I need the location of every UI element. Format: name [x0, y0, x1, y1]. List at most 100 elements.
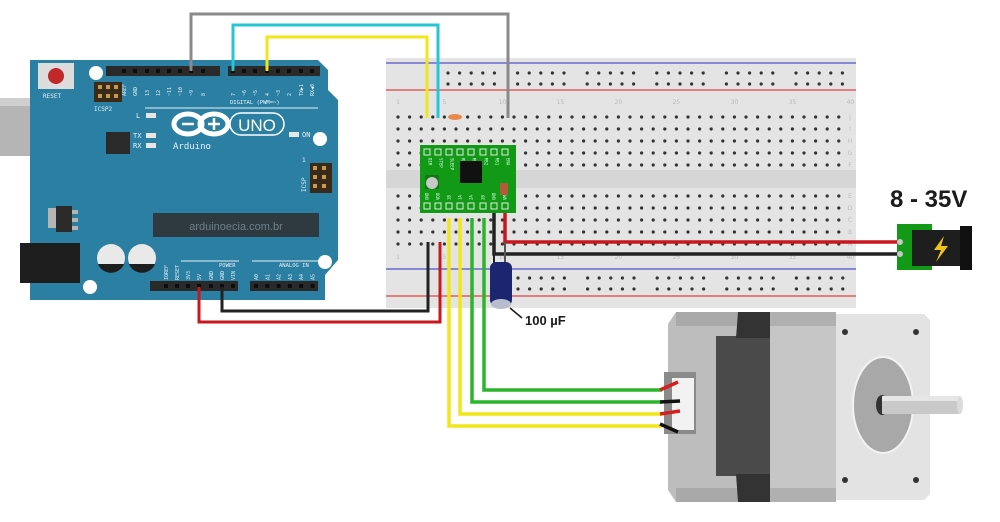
driver-pin-label: DIR [428, 158, 433, 166]
reset-button-cap [48, 68, 64, 84]
breadboard-hole [767, 127, 771, 131]
capacitor-leader-line [509, 307, 523, 319]
breadboard-hole [500, 218, 504, 222]
breadboard-hole [396, 139, 400, 143]
a4988-driver-board: ENAMS1MS2MS3RESETSLEEPSTEPDIRGNDVDD1B1A2… [420, 145, 516, 213]
breadboard-hole [408, 151, 412, 155]
rail-hole [539, 82, 543, 86]
breadboard-hole [582, 163, 586, 167]
column-number: 40 [847, 99, 855, 106]
breadboard-hole [651, 115, 655, 119]
rail-hole [597, 71, 601, 75]
usb-chip [106, 132, 130, 154]
column-number: 1 [396, 254, 400, 261]
motor-lead-black [659, 399, 681, 404]
lightning-bolt-icon [934, 236, 948, 262]
power-pin [197, 284, 201, 288]
breadboard-hole [790, 139, 795, 143]
breadboard-hole [825, 139, 829, 143]
digital-pin-label: ~6 [242, 90, 248, 96]
digital-pin-label: 12 [156, 90, 162, 96]
analog-label: ANALOG IN [279, 263, 309, 269]
breadboard-hole [802, 151, 806, 155]
breadboard-hole [582, 127, 586, 131]
breadboard-hole [837, 139, 841, 143]
breadboard-hole [744, 206, 748, 210]
breadboard-hole [570, 218, 574, 222]
analog-pin [265, 284, 270, 288]
digital-pin [133, 69, 137, 73]
rail-hole [806, 287, 810, 291]
rail-hole [516, 71, 520, 75]
breadboard-hole [524, 139, 528, 143]
rail-hole [550, 71, 555, 75]
rail-hole [608, 71, 613, 75]
breadboard-hole [709, 230, 713, 234]
rail-hole [446, 82, 450, 86]
breadboard-hole [837, 230, 841, 234]
rail-hole [748, 82, 752, 86]
breadboard-hole [814, 163, 818, 167]
driver-pin-label: 2B [481, 195, 486, 200]
breadboard-hole [616, 151, 621, 155]
rail-hole [620, 82, 624, 86]
rail-hole [736, 287, 741, 291]
column-number: 40 [847, 254, 855, 261]
rail-hole [458, 71, 462, 75]
rail-hole [632, 276, 636, 280]
rail-hole [539, 287, 543, 291]
driver-chip [460, 161, 482, 183]
breadboard-hole [767, 230, 771, 234]
breadboard-hole [431, 242, 435, 246]
rail-hole [806, 71, 810, 75]
breadboard-hole [825, 115, 829, 119]
row-letter: I [849, 126, 851, 133]
digital-pin-label: 4 [265, 93, 271, 96]
rail-hole [655, 287, 659, 291]
breadboard-hole [790, 151, 795, 155]
breadboard-hole [756, 127, 760, 131]
breadboard-hole [489, 139, 493, 143]
row-letter: C [848, 217, 852, 224]
analog-pin-label: A1 [265, 274, 271, 280]
breadboard-hole [466, 230, 470, 234]
breadboard-hole [605, 194, 609, 198]
column-number: 5 [442, 254, 446, 261]
analog-pin [299, 284, 304, 288]
breadboard-hole [732, 127, 737, 131]
breadboard-hole [721, 206, 725, 210]
rail-hole [702, 287, 706, 291]
breadboard-hole [814, 115, 818, 119]
breadboard-hole [698, 115, 702, 119]
breadboard-hole [582, 218, 586, 222]
breadboard-hole [593, 230, 597, 234]
column-number: 25 [673, 254, 681, 261]
breadboard-hole [616, 139, 621, 143]
analog-pin [254, 284, 258, 288]
breadboard-hole [408, 230, 412, 234]
digital-pin [122, 69, 126, 73]
breadboard-hole [814, 206, 818, 210]
power-pin [186, 284, 190, 288]
breadboard-hole [431, 139, 435, 143]
breadboard-hole [698, 194, 702, 198]
motor-lead-red [659, 380, 679, 392]
breadboard-hole [500, 139, 504, 143]
rail-hole [516, 276, 520, 280]
breadboard-hole [674, 194, 679, 198]
breadboard-hole [814, 139, 818, 143]
rail-hole [608, 82, 613, 86]
rail-hole [562, 276, 567, 280]
rail-hole [748, 287, 752, 291]
row-letter: B [848, 229, 852, 236]
rail-hole [632, 71, 636, 75]
breadboard-hole [593, 127, 597, 131]
power-pin-label: 3V3 [186, 271, 192, 280]
rail-hole [678, 287, 683, 291]
breadboard-hole [477, 139, 481, 143]
driver-pin-label: MS2 [484, 158, 489, 166]
breadboard-hole [663, 163, 667, 167]
driver-pad [434, 148, 442, 156]
driver-pin-label: STEP [439, 158, 444, 168]
breadboard-hole [721, 139, 725, 143]
